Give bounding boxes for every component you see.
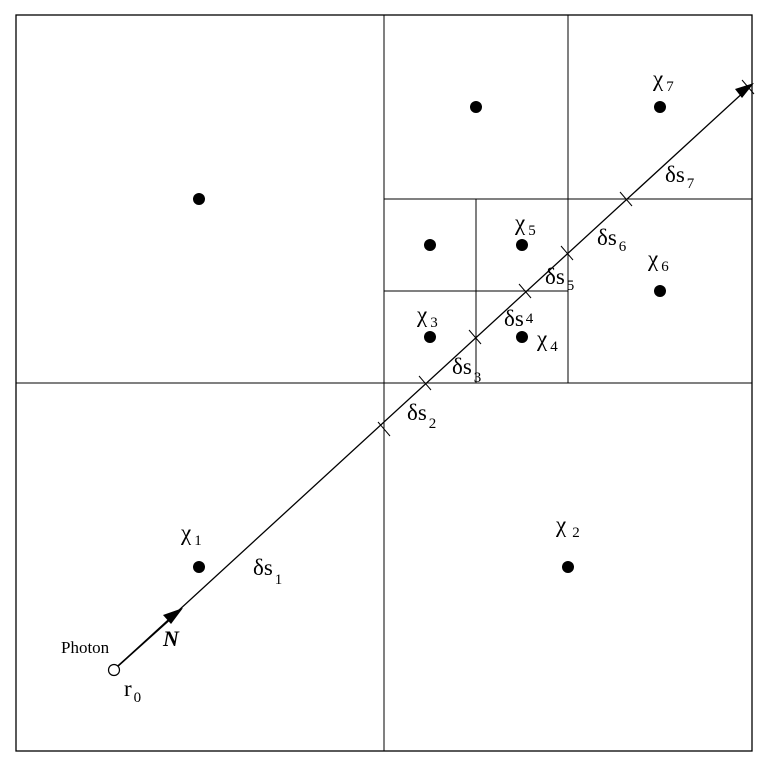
cell-center-point — [654, 101, 666, 113]
crossing-tick — [619, 191, 633, 207]
photon-origin — [107, 663, 121, 677]
crossing-tick — [377, 421, 391, 437]
r0-subscript: 0 — [134, 690, 142, 706]
cell-center-point — [193, 561, 205, 573]
crossing-tick — [468, 329, 482, 345]
crossing-tick — [418, 375, 432, 391]
crossing-tick — [560, 245, 574, 261]
path-arrowhead — [735, 83, 754, 98]
cell-center-point — [424, 239, 436, 251]
direction-label: N — [162, 626, 180, 651]
photon-path — [117, 89, 747, 667]
cell-center-point — [516, 331, 528, 343]
crossing-tick — [741, 79, 755, 95]
direction-vector — [117, 613, 177, 667]
cell-center-point — [516, 239, 528, 251]
cell-center-point — [193, 193, 205, 205]
crossing-tick — [518, 283, 532, 299]
direction-arrowhead — [163, 608, 183, 624]
cell-center-point — [424, 331, 436, 343]
photon-label: Photon — [61, 638, 110, 657]
cell-center-point — [654, 285, 666, 297]
cell-center-point — [562, 561, 574, 573]
r0-symbol: r — [124, 676, 132, 701]
cell-center-point — [470, 101, 482, 113]
